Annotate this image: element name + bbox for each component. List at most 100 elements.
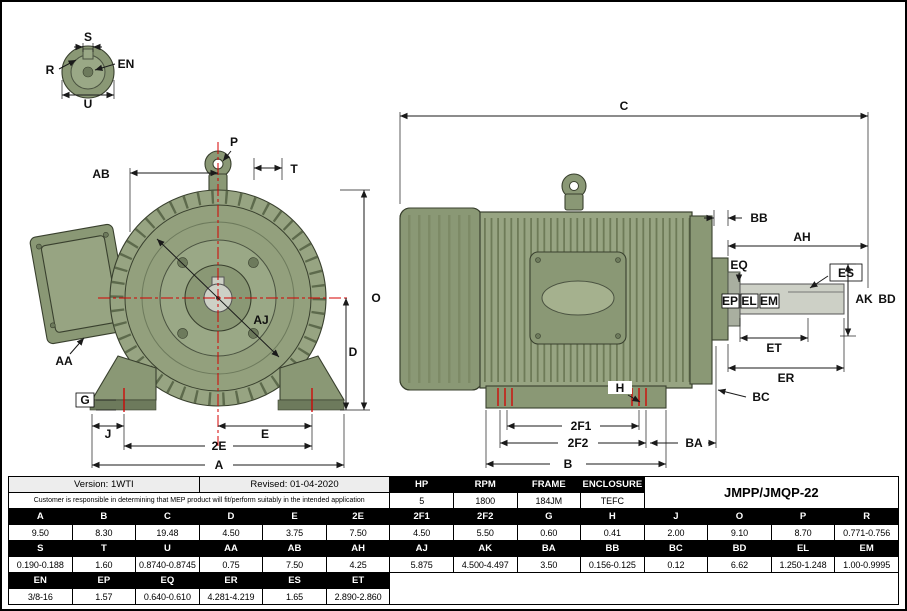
dim-value-cell: 0.41 [580,524,645,541]
motor-side-view [399,173,845,409]
dim-header-cell: D [198,508,264,525]
dim-label-2f1: 2F1 [571,419,592,433]
dim-label-eq: EQ [730,258,747,272]
dim-label-em: EM [760,294,778,308]
dim-value-cell: 0.156-0.125 [580,556,645,573]
dim-value-cell: 1.250-1.248 [770,556,836,573]
dim-header-cell: G [516,508,582,525]
dim-label-aj: AJ [253,313,268,327]
dim-header-cell: AH [325,540,391,557]
dim-header-cell: S [8,540,73,557]
dim-header-cell: P [770,508,836,525]
dim-header-cell: O [707,508,772,525]
face-bolt [177,257,188,268]
dim-label-a: A [215,458,224,472]
dim-value-cell: 1.00-0.9995 [834,556,899,573]
spec-header-rpm: RPM [452,476,518,493]
dimension-table: Version: 1WTI Revised: 01-04-2020 HP RPM… [7,476,900,605]
dim-value-cell: 0.771-0.756 [834,524,899,541]
spec-value-rpm: 1800 [452,492,518,509]
dim-label-aa: AA [55,354,73,368]
dim-value-cell: 4.25 [325,556,391,573]
dim-header-cell: BD [707,540,772,557]
spec-value-frame: 184JM [516,492,582,509]
eye-bolt-side [561,173,587,211]
dim-header-cell: 2F1 [389,508,454,525]
dim-value-cell: 19.48 [135,524,200,541]
dim-label-ab: AB [92,167,110,181]
dim-header-cell: AJ [389,540,454,557]
dim-header-cell: R [834,508,899,525]
dim-label-bb: BB [750,211,768,225]
dim-label-ba: BA [685,436,703,450]
dim-header-cell: H [580,508,645,525]
dim-value-cell: 4.50 [389,524,454,541]
dim-value-cell: 4.500-4.497 [452,556,518,573]
version-cell: Version: 1WTI [8,476,200,493]
dim-header-cell: BB [580,540,645,557]
side-view-dimensions: C BB AH EQ ES EP EL EM AK BD ET ER [399,99,896,471]
dim-label-bd: BD [878,292,896,306]
dim-value-cell: 0.190-0.188 [8,556,73,573]
dim-header-cell: ER [198,572,264,589]
dim-label-er: ER [778,371,795,385]
dim-value-cell: 1.57 [71,588,137,605]
dim-label-s: S [84,30,92,44]
dim-header-cell: BC [643,540,709,557]
spec-header-enclosure: ENCLOSURE [580,476,645,493]
detail-tapped-hole [82,66,94,78]
model-number: JMPP/JMQP-22 [643,476,900,509]
dim-header-cell: AA [198,540,264,557]
dim-value-cell: 3.75 [262,524,327,541]
dim-header-cell: EP [71,572,137,589]
spec-header-hp: HP [389,476,454,493]
end-bracket [689,215,713,385]
dim-header-cell: BA [516,540,582,557]
dim-label-2f2: 2F2 [568,436,589,450]
dim-label-r: R [46,63,55,77]
dim-value-cell: 0.75 [198,556,264,573]
spec-value-enclosure: TEFC [580,492,645,509]
dim-value-cell: 2.890-2.860 [325,588,391,605]
dim-value-cell: 4.50 [198,524,264,541]
disclaimer-text: Customer is responsible in determining t… [7,492,391,509]
spec-header-frame: FRAME [516,476,582,493]
dim-header-cell: EM [834,540,899,557]
dim-label-el: EL [741,294,756,308]
dim-header-cell: AB [262,540,327,557]
face-bolt [248,257,259,268]
shaft-end-detail-view: S EN R U [46,30,135,111]
dim-header-cell: U [135,540,200,557]
face-bolt [248,328,259,339]
dim-header-cell: T [71,540,137,557]
dim-label-ep: EP [722,294,738,308]
dim-label-p: P [230,135,238,149]
dim-label-en: EN [118,57,135,71]
dim-header-cell: ES [262,572,327,589]
dim-value-cell: 8.70 [770,524,836,541]
dim-label-h: H [616,381,625,395]
dim-value-cell: 0.8740-0.8745 [135,556,200,573]
dim-value-cell: 3/8-16 [8,588,73,605]
dim-value-cell: 8.30 [71,524,137,541]
dim-label-b: B [564,457,573,471]
drawing-canvas: S EN R U [29,30,896,472]
dim-label-es: ES [838,266,854,280]
dim-value-cell: 7.50 [325,524,391,541]
dim-header-cell: 2E [325,508,391,525]
dim-header-cell: EL [770,540,836,557]
dim-header-cell: E [262,508,327,525]
dim-header-cell: C [135,508,200,525]
dim-label-c: C [620,99,629,113]
dim-label-d: D [349,345,358,359]
dim-label-t: T [290,162,298,176]
face-bolt [177,328,188,339]
dim-label-et: ET [766,341,782,355]
dim-label-bc: BC [752,390,770,404]
dim-value-cell: 2.00 [643,524,709,541]
revised-cell: Revised: 01-04-2020 [198,476,391,493]
dim-header-cell: J [643,508,709,525]
nameplate [529,251,627,345]
dim-header-cell: 2F2 [452,508,518,525]
